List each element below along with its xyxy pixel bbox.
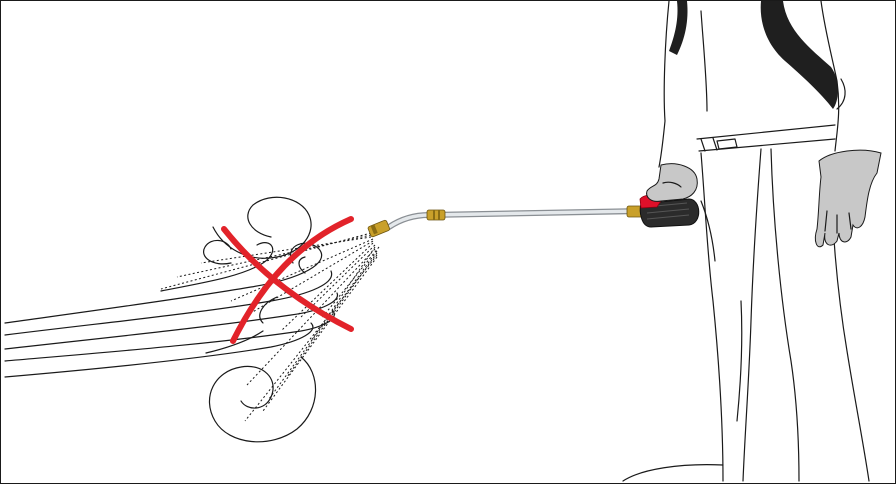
swirl-small-2 <box>298 256 306 274</box>
spray-wand <box>367 205 644 238</box>
coupling-icon <box>426 209 446 221</box>
wind-line-3 <box>4 292 338 350</box>
swirl-bottom <box>208 356 317 443</box>
gloved-hand-left <box>814 149 882 248</box>
prohibition-cross <box>221 216 354 344</box>
swirl-small-1 <box>259 296 278 324</box>
swirl-top <box>212 196 312 259</box>
spray-handle <box>639 195 700 228</box>
wind-line-5 <box>4 322 314 378</box>
wind-line-4 <box>4 310 335 362</box>
spray-mist <box>160 232 380 422</box>
gloved-hand-right <box>646 163 698 202</box>
swirl-left <box>203 239 232 265</box>
wind-line-7 <box>205 330 264 354</box>
nozzle-icon <box>367 219 390 238</box>
wind-line-2 <box>4 270 333 336</box>
person-figure <box>622 1 870 482</box>
